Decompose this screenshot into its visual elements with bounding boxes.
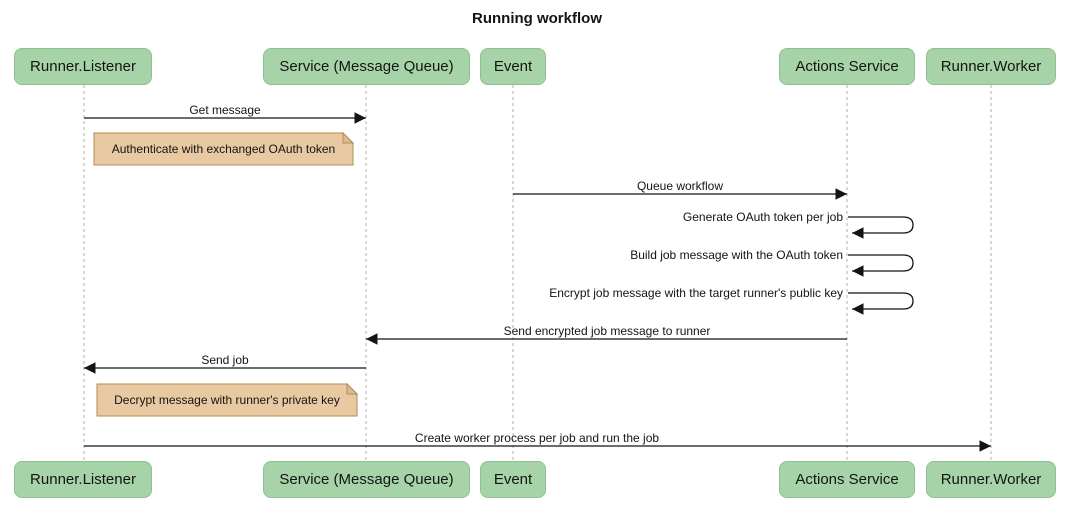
participant-label: Runner.Worker [940,58,1042,75]
participant-label: Service (Message Queue) [279,471,454,488]
self-loop-build-job-message [848,254,914,277]
participant-event-top: Event [480,48,546,85]
participant-label: Service (Message Queue) [279,58,454,75]
self-loop-generate-token [848,216,914,239]
participant-runner-worker-top: Runner.Worker [926,48,1056,85]
message-label-get-message: Get message [189,103,261,117]
participant-service-message-queue-bottom: Service (Message Queue) [263,461,470,498]
participant-runner-worker-bottom: Runner.Worker [926,461,1056,498]
message-label-encrypt-job-message: Encrypt job message with the target runn… [549,286,843,300]
message-label-queue-workflow: Queue workflow [636,179,724,193]
participant-label: Runner.Listener [30,58,136,75]
diagram-title: Running workflow [472,10,602,27]
participant-runner-listener-bottom: Runner.Listener [14,461,152,498]
participant-runner-listener-top: Runner.Listener [14,48,152,85]
message-label-send-job: Send job [201,353,249,367]
self-loop-encrypt-job-message [848,292,914,315]
message-label-build-job-message: Build job message with the OAuth token [630,248,843,262]
participant-label: Runner.Listener [30,471,136,488]
message-label-send-encrypted: Send encrypted job message to runner [503,324,711,338]
participant-label: Runner.Worker [940,471,1042,488]
participant-label: Event [493,58,533,75]
participant-service-message-queue-top: Service (Message Queue) [263,48,470,85]
participant-actions-service-bottom: Actions Service [779,461,915,498]
participant-label: Event [493,471,533,488]
note-authenticate: Authenticate with exchanged OAuth token [111,142,336,156]
message-label-create-worker: Create worker process per job and run th… [414,431,660,445]
participant-actions-service-top: Actions Service [779,48,915,85]
participant-event-bottom: Event [480,461,546,498]
participant-label: Actions Service [795,58,899,75]
note-decrypt: Decrypt message with runner's private ke… [114,393,340,407]
participant-label: Actions Service [795,471,899,488]
message-label-generate-token: Generate OAuth token per job [682,210,843,224]
